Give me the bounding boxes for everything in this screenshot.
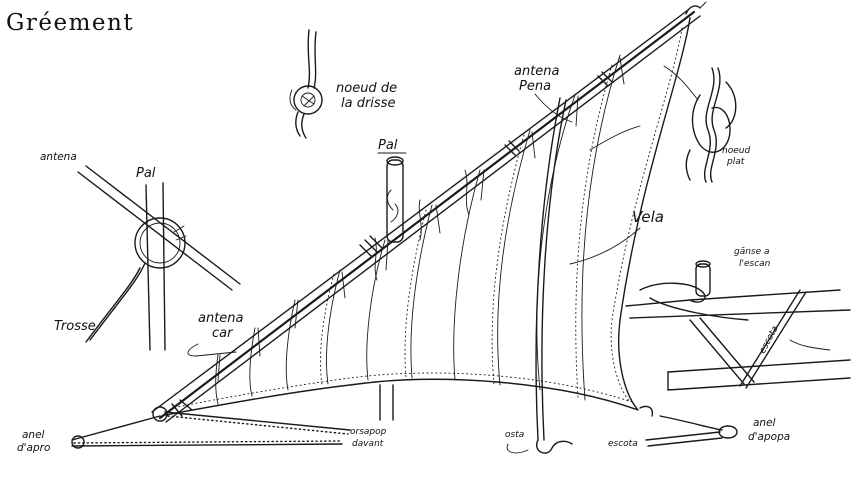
mast-pal [379,156,404,421]
label-antena-pena: antena [514,64,560,79]
label-escota-bottom: escota [608,439,638,449]
yard-antena [151,1,707,423]
label-pal-left: Pal [136,166,156,181]
label-pena: Pena [519,79,551,94]
pointer-antena-car [187,343,237,357]
tack-ropes [71,406,351,449]
pointer-vela [569,227,641,265]
label-antena-car: antena [198,311,244,326]
reef-knot-detail [685,67,737,183]
label-dapro: d'apro [17,442,50,454]
sheet-escota [639,405,738,447]
label-car: car [212,326,234,341]
label-pal-center: Pal [378,138,398,153]
label-plat: plat [726,157,745,167]
label-anel-apopa: anel [753,417,776,429]
label-dapopa: d'apopa [748,431,790,443]
yard-mast-detail [77,165,241,351]
leech-line [589,125,641,151]
pointer-pena [534,93,573,123]
halyard-knot-detail [289,29,323,139]
label-davant: davant [352,439,384,449]
label-antena-left: antena [40,151,77,163]
gunwale-hitch-detail [625,260,851,391]
label-ganse: gānse a [734,247,770,257]
label-trosse: Trosse [54,319,96,334]
pointer-reef-knot [663,65,699,101]
label-vela: Vela [632,208,664,226]
label-la-drisse: la drisse [341,96,395,111]
label-anel-apro: anel [22,429,45,441]
label-escan: l'escan [739,259,771,269]
label-noeud-drisse: noeud de [336,81,397,96]
pointer-osta [506,443,529,454]
page-title: Gréement [6,10,134,36]
vang-osta [535,97,573,454]
label-orsapop: orsapop [350,427,387,437]
label-osta: osta [505,430,524,440]
label-noeud: noeud [722,146,750,156]
